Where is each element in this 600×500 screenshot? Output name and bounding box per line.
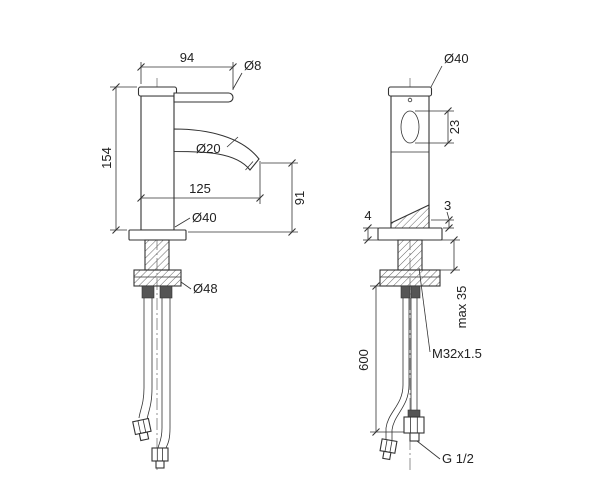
dim-mounting-thread-label: M32x1.5 — [432, 346, 482, 361]
side-view: Ø40 23 3 — [356, 51, 482, 470]
front-threaded-shank — [144, 239, 170, 271]
dim-ticks — [137, 194, 264, 202]
faucet-side-outline — [377, 86, 443, 461]
dim-spout-height: 91 — [188, 159, 307, 236]
dim-body-height-label: 154 — [99, 147, 114, 169]
dim-spout-diameter-label: Ø20 — [196, 141, 221, 156]
side-cap-mark — [407, 97, 413, 103]
dim-body-height: 154 — [99, 83, 137, 234]
front-spout — [173, 128, 260, 171]
side-lever-slot — [400, 110, 420, 144]
dim-hose-length: 600 — [356, 282, 404, 436]
dim-ticks — [372, 282, 380, 436]
dim-trim-right: 3 — [431, 198, 454, 232]
front-hose-fitting-right — [151, 447, 169, 469]
side-mounting-nut — [379, 269, 441, 287]
dim-hose-thread-label: G 1/2 — [442, 451, 474, 466]
dim-hose-thread: G 1/2 — [416, 440, 474, 466]
front-hose-fitting-left — [132, 417, 152, 442]
side-threaded-shank — [397, 239, 423, 271]
dim-lever-slot-height: 23 — [415, 107, 462, 147]
dim-body-diameter: Ø40 — [174, 210, 217, 228]
front-hose-left — [138, 298, 153, 421]
dim-handle-width: 94 — [137, 50, 237, 90]
dim-spout-diameter: Ø20 — [196, 136, 239, 156]
front-view: 94 Ø8 154 Ø20 — [99, 50, 307, 472]
dim-trim-right-label: 3 — [444, 198, 451, 213]
dim-lever-slot-height-label: 23 — [447, 120, 462, 134]
front-escutcheon — [128, 229, 187, 241]
front-hose-right — [157, 298, 171, 449]
dim-max-mounting-thickness-label: max 35 — [454, 286, 469, 329]
dim-mounting-thread: M32x1.5 — [418, 267, 482, 361]
front-aerator-line — [245, 161, 254, 171]
dim-spout-reach-label: 125 — [189, 181, 211, 196]
dim-escutcheon-diameter: Ø48 — [180, 281, 218, 296]
dim-ticks — [364, 224, 372, 244]
side-hose-fitting-bent — [379, 438, 398, 461]
front-cap — [137, 86, 178, 97]
dim-spout-reach: 125 — [137, 161, 264, 204]
dim-spout-height-label: 91 — [292, 191, 307, 205]
side-hose-sleeve-left — [400, 285, 411, 299]
side-hose-straight — [410, 298, 418, 410]
front-lever — [173, 92, 234, 103]
side-hose-sleeve-right — [410, 285, 421, 299]
side-cap — [387, 86, 433, 97]
dim-ticks — [450, 236, 458, 274]
side-hose-bent — [385, 298, 410, 440]
front-hose-sleeve-right — [159, 285, 173, 299]
dim-hose-length-label: 600 — [356, 349, 371, 371]
dim-ticks — [444, 107, 452, 147]
dim-trim-left: 4 — [363, 208, 378, 244]
dim-handle-width-label: 94 — [180, 50, 194, 65]
dim-max-mounting-thickness: max 35 — [440, 236, 469, 329]
front-hose-sleeve-left — [141, 285, 155, 299]
dim-lever-diameter-label: Ø8 — [244, 58, 261, 73]
dim-ticks — [112, 83, 120, 234]
dim-cap-diameter: Ø40 — [430, 51, 469, 88]
side-escutcheon — [377, 227, 443, 241]
dim-ticks — [137, 63, 237, 71]
side-hose-fitting-straight — [403, 409, 425, 442]
dim-ticks — [288, 159, 296, 236]
front-mounting-nut — [133, 269, 182, 287]
dim-cap-diameter-label: Ø40 — [444, 51, 469, 66]
faucet-front-outline — [128, 86, 260, 469]
dim-trim-left-label: 4 — [364, 208, 371, 223]
dim-body-diameter-label: Ø40 — [192, 210, 217, 225]
front-body — [140, 95, 175, 231]
dim-escutcheon-diameter-label: Ø48 — [193, 281, 218, 296]
dim-lever-diameter: Ø8 — [232, 58, 261, 90]
dim-ticks — [445, 216, 453, 232]
